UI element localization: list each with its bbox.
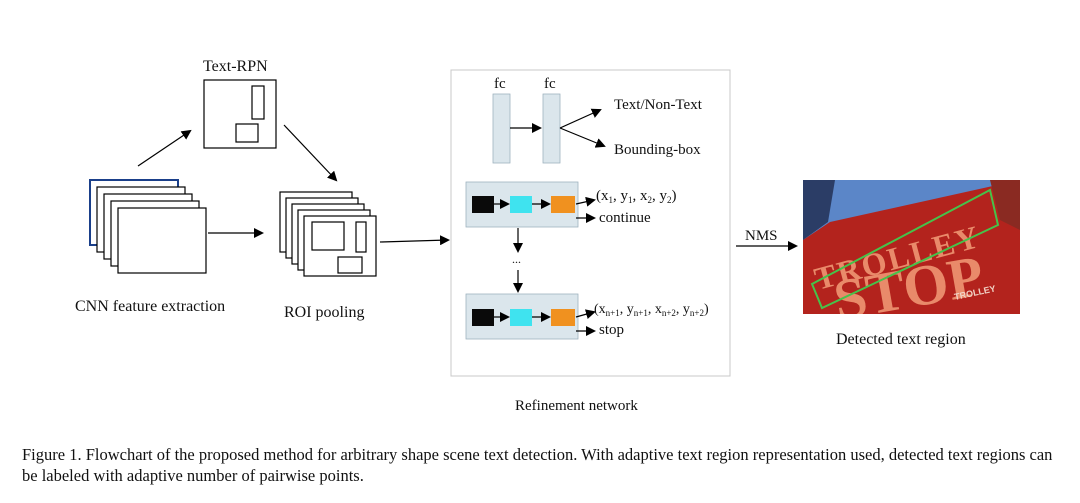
- detected-photo: TROLLEY STOP TROLLEY: [803, 180, 1020, 314]
- fc2-label: fc: [544, 76, 556, 92]
- block1-cyan: [510, 196, 532, 213]
- block1-black: [472, 196, 494, 213]
- fc-bar-2: [542, 93, 561, 164]
- fc1-label: fc: [494, 76, 506, 92]
- fc-bar-1: [492, 93, 511, 164]
- left-arrows: [137, 124, 450, 246]
- nms-label: NMS: [745, 228, 778, 244]
- detected-polygon: [810, 188, 1000, 310]
- text-rpn-box: [203, 79, 277, 149]
- ellipsis-label: ...: [512, 252, 521, 266]
- roi-label: ROI pooling: [284, 304, 365, 321]
- bounding-box-label: Bounding-box: [614, 142, 701, 158]
- refinement-network-label: Refinement network: [515, 398, 638, 414]
- roi-pooling-stack: [279, 191, 377, 277]
- block2-cyan: [510, 309, 532, 326]
- cnn-feature-stack: [89, 179, 207, 274]
- block1-orange: [551, 196, 575, 213]
- block1-arrows: [494, 196, 596, 223]
- stop-label: stop: [599, 322, 625, 338]
- text-rpn-label: Text-RPN: [203, 58, 268, 75]
- coord-2: (xn+1, yn+1, xn+2, yn+2): [594, 302, 709, 318]
- coord-1: (x1, y1, x2, y2): [596, 188, 677, 205]
- block2-black: [472, 309, 494, 326]
- figure-caption: Figure 1. Flowchart of the proposed meth…: [22, 445, 1053, 485]
- continue-label: continue: [599, 210, 651, 226]
- block2-orange: [551, 309, 575, 326]
- fc-arrows: [510, 108, 606, 148]
- block2-arrows: [494, 309, 596, 336]
- cnn-label: CNN feature extraction: [75, 298, 226, 315]
- text-nontext-label: Text/Non-Text: [614, 97, 702, 113]
- detected-label: Detected text region: [836, 331, 966, 348]
